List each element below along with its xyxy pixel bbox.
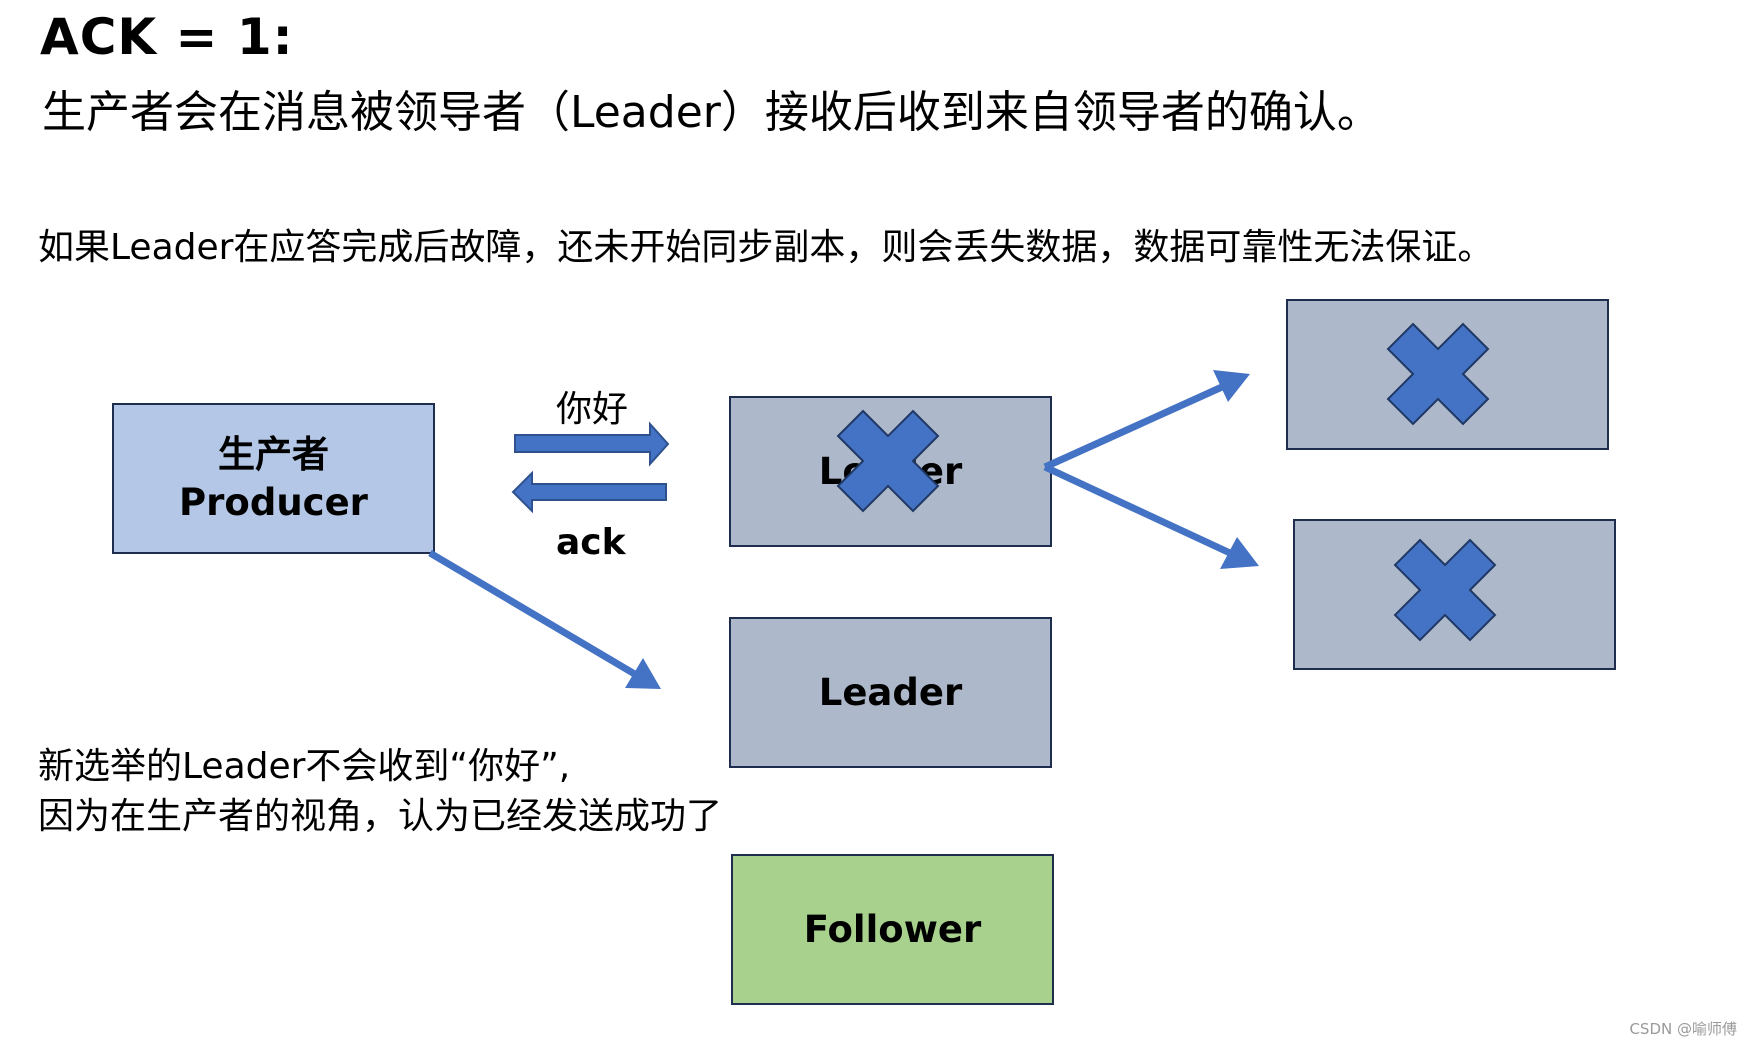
producer-box: 生产者 Producer xyxy=(112,403,435,554)
replication-arrow-down-icon xyxy=(1043,463,1259,569)
slide-subtitle: 生产者会在消息被领导者（Leader）接收后收到来自领导者的确认。 xyxy=(42,87,1381,138)
message-label: 你好 xyxy=(556,389,629,430)
new-leader-note-line1: 新选举的Leader不会收到“你好”, xyxy=(38,746,571,787)
replica-2-failure-x-icon xyxy=(1394,539,1496,641)
new-leader-note: 新选举的Leader不会收到“你好”, 因为在生产者的视角，认为已经发送成功了 xyxy=(38,742,722,842)
ack-arrow-icon xyxy=(511,470,667,514)
failure-note: 如果Leader在应答完成后故障，还未开始同步副本，则会丢失数据，数据可靠性无法… xyxy=(38,227,1494,268)
producer-label-en: Producer xyxy=(179,480,368,524)
producer-label: 生产者 Producer xyxy=(114,431,433,527)
new-leader-label: Leader xyxy=(818,670,963,714)
send-arrow-icon xyxy=(514,421,670,467)
slide-title: ACK = 1: xyxy=(40,8,294,66)
producer-to-new-leader-arrow-icon xyxy=(428,549,661,689)
new-leader-note-line2: 因为在生产者的视角，认为已经发送成功了 xyxy=(38,796,723,837)
follower-label: Follower xyxy=(803,907,982,951)
new-leader-box: Leader xyxy=(729,617,1052,768)
ack-label: ack xyxy=(556,522,626,563)
follower-box: Follower xyxy=(731,854,1054,1005)
watermark: CSDN @喻师傅 xyxy=(1629,1020,1737,1038)
replica-1-failure-x-icon xyxy=(1387,323,1489,425)
leader-failure-x-icon xyxy=(837,410,939,512)
producer-label-cn: 生产者 xyxy=(218,432,329,476)
replication-arrow-up-icon xyxy=(1043,370,1250,471)
